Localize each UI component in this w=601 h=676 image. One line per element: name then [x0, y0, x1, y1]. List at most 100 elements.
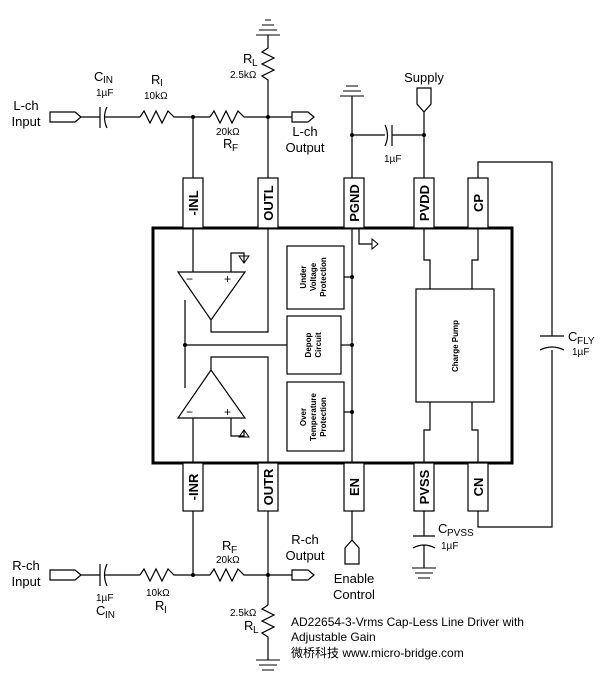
cin-top-capacitor [99, 106, 108, 129]
pin-label-inr: -INR [186, 473, 201, 500]
rf-top-resistor [209, 109, 268, 125]
rf-top-name: R [223, 136, 232, 151]
cfly-value: 1µF [572, 347, 589, 358]
ref-arrow-bottom [238, 429, 250, 438]
pin-label-pvss: PVSS [417, 469, 432, 504]
rf-top-sub: F [232, 143, 238, 154]
cpvss-name: C [438, 521, 447, 536]
gnd-rl-top [256, 19, 280, 36]
lch-output-label-1: L-ch [292, 124, 317, 139]
pins-bottom [182, 462, 489, 512]
lch-output-label-2: Output [285, 140, 324, 155]
lch-output-connector [291, 111, 315, 123]
rf-top-value: 20kΩ [216, 127, 240, 138]
caption-line3: 微桥科技 www.micro-bridge.com [291, 646, 464, 660]
ri-bottom-name: R [155, 598, 164, 613]
rch-output-connector [291, 569, 315, 581]
depop-line1: Depop [304, 332, 313, 357]
charge-pump-label: Charge Pump [451, 320, 460, 372]
under-voltage-line2: Voltage [309, 262, 318, 291]
pins-top [182, 177, 489, 229]
rch-output-label-2: Output [285, 548, 324, 563]
rch-input-connector [49, 569, 82, 581]
cpvss-value: 1µF [441, 541, 458, 552]
rf-bottom-resistor [209, 567, 268, 583]
ri-top-value: 10kΩ [144, 91, 168, 102]
cin-top-name: C [94, 69, 103, 84]
over-temp-line3: Protection [319, 397, 328, 437]
pin-label-pvdd: PVDD [417, 185, 432, 221]
pvdd-cap-junction [350, 133, 354, 137]
rf-bottom-name: R [222, 538, 231, 553]
ri-bottom-value: 10kΩ [146, 588, 170, 599]
over-temp-block [286, 381, 345, 452]
rl-top-resistor [260, 35, 276, 92]
enable-label-2: Control [333, 587, 375, 602]
opamp-top-triangle [176, 271, 247, 322]
internal-junctions [183, 275, 354, 414]
pgnd-arrow [371, 237, 379, 251]
rf-bottom-sub: F [231, 545, 237, 556]
gnd-pvss [412, 567, 436, 579]
cin-top-value: 1µF [96, 88, 113, 99]
caption-line1: AD22654-3-Vrms Cap-Less Line Driver with [291, 615, 524, 629]
cin-top-sub: IN [103, 75, 113, 86]
rl-top-name: R [243, 51, 252, 66]
opamp-top-minus: − [186, 272, 193, 286]
rl-bottom-sub: L [253, 625, 259, 636]
pin-label-cn: CN [471, 478, 486, 497]
over-temp-line1: Over [299, 408, 308, 426]
rch-input-label-1: R-ch [12, 558, 39, 573]
rl-top-value: 2.5kΩ [230, 70, 257, 81]
opamp-right: − + [176, 368, 247, 419]
pin-label-outr: OUTR [261, 468, 276, 505]
ref-arrow-top [238, 255, 250, 264]
opamp-top-plus: + [224, 272, 231, 286]
inl-junction [191, 115, 195, 119]
rl-bottom-resistor [260, 604, 276, 660]
ri-bottom-resistor [139, 567, 180, 583]
rl-top-sub: L [252, 58, 258, 69]
opamp-bottom-plus: + [224, 405, 231, 419]
rl-bottom-value: 2.5kΩ [230, 608, 257, 619]
cfly-capacitor [539, 335, 565, 351]
pin-label-en: EN [347, 478, 362, 496]
rf-bottom-value: 20kΩ [216, 555, 240, 566]
pin-box-en [343, 462, 365, 512]
cpvss-sub: PVSS [447, 528, 474, 539]
cin-bottom-name: C [96, 603, 105, 618]
cfly-sub: FLY [577, 336, 595, 347]
lch-input-connector [49, 111, 82, 123]
cp-wire [477, 161, 553, 336]
over-temp-line2: Temperature [309, 393, 318, 441]
pin-label-outl: OUTL [261, 185, 276, 220]
cn-wire [477, 350, 553, 528]
rch-input-label-2: Input [12, 574, 41, 589]
caption-line2: Adjustable Gain [291, 630, 376, 644]
cin-bottom-sub: IN [105, 610, 115, 621]
opamp-left: − + [176, 271, 247, 322]
cin-bottom-value: 1µF [96, 593, 113, 604]
pin-label-cp: CP [471, 194, 486, 212]
supply-connector [416, 87, 432, 113]
ri-top-resistor [139, 109, 180, 125]
lch-input-label-2: Input [12, 114, 41, 129]
inr-junction [191, 573, 195, 577]
ri-top-sub: I [160, 78, 163, 89]
internal-wiring [184, 228, 479, 463]
opamp-bottom-triangle [176, 368, 247, 419]
opamp-bottom-minus: − [186, 405, 193, 419]
pin-label-pgnd: PGND [347, 184, 362, 222]
enable-label-1: Enable [334, 571, 374, 586]
depop-line2: Circuit [314, 332, 323, 358]
gnd-pgnd [340, 85, 364, 97]
pin-box-pgnd [343, 177, 365, 229]
ic-body [151, 226, 514, 465]
pin-label-inl: -INL [186, 190, 201, 215]
pvdd-capacitor [384, 124, 393, 147]
rch-output-label-1: R-ch [291, 532, 318, 547]
under-voltage-line3: Protection [319, 257, 328, 297]
ri-top-name: R [151, 72, 160, 87]
cfly-name: C [568, 329, 577, 344]
